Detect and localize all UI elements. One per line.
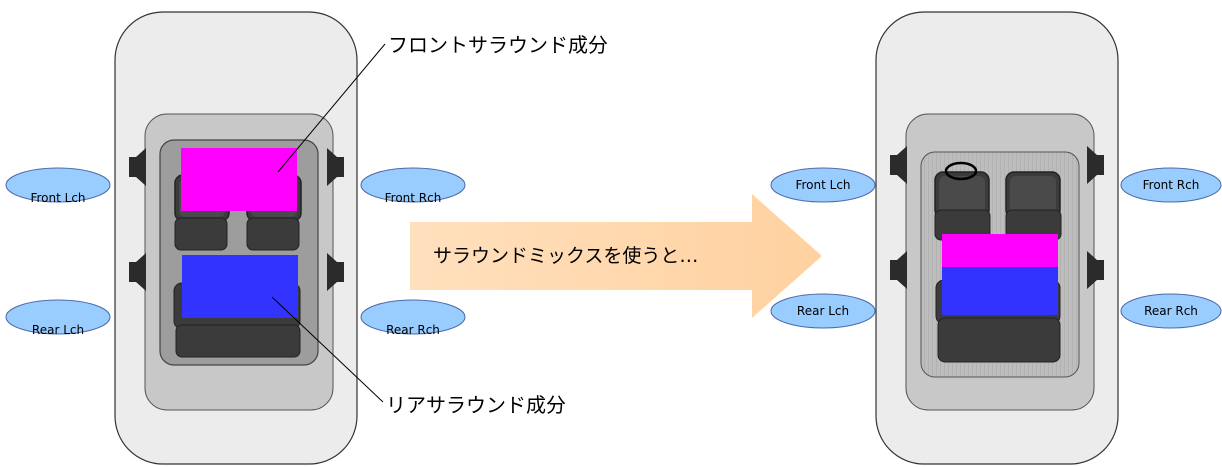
- right-seat-rear-base: [937, 317, 1061, 363]
- right-speaker-rear-r: [1087, 251, 1104, 289]
- arrow-shape: [410, 194, 822, 318]
- svg-text:Rear Rch: Rear Rch: [386, 323, 440, 337]
- right-speaker-rear-l: [890, 251, 907, 289]
- svg-text:Rear Lch: Rear Lch: [32, 323, 84, 337]
- svg-text:Rear Rch: Rear Rch: [1144, 304, 1198, 318]
- rear-callout-line: [271, 296, 384, 403]
- right-ellipse-rear-l: Rear Lch: [770, 293, 876, 329]
- svg-text:Front Rch: Front Rch: [1143, 178, 1200, 192]
- right-ellipse-front-l: Front Lch: [770, 167, 876, 203]
- mix-arrow: サラウンドミックスを使うと…: [410, 194, 822, 318]
- right-ellipse-front-r: Front Rch: [1120, 167, 1222, 203]
- right-speaker-front-l: [890, 146, 907, 184]
- right-speaker-front-r: [1087, 146, 1104, 184]
- left-speaker-rear-l: [129, 253, 146, 291]
- front-callout-label: フロントサラウンド成分: [388, 33, 608, 57]
- svg-text:Front Lch: Front Lch: [30, 191, 85, 205]
- left-ellipse-front-r: Front Rch: [360, 167, 466, 205]
- left-ellipse-rear-r: Rear Rch: [360, 299, 466, 337]
- right-ellipse-rear-r: Rear Rch: [1120, 293, 1222, 329]
- left-seat-rear-base: [175, 324, 301, 358]
- svg-text:Rear Lch: Rear Lch: [797, 304, 849, 318]
- left-ellipse-rear-l: Rear Lch: [5, 299, 111, 337]
- svg-text:Front Rch: Front Rch: [385, 191, 442, 205]
- left-car: フロントサラウンド成分 リアサラウンド成分 Front Lch Front Rc…: [5, 11, 608, 465]
- arrow-label: サラウンドミックスを使うと…: [433, 245, 698, 267]
- left-ellipse-front-l: Front Lch: [5, 167, 111, 205]
- listening-position-icon: [944, 161, 978, 181]
- svg-text:Front Lch: Front Lch: [795, 178, 850, 192]
- front-callout-line: [277, 43, 386, 173]
- left-seat-front-right-base: [246, 217, 300, 251]
- left-seat-front-left-base: [174, 217, 228, 251]
- right-car: Front Lch Front Rch Rear Lch Rear Rch: [770, 11, 1222, 465]
- rear-callout-label: リアサラウンド成分: [386, 393, 566, 417]
- mixed-rear-component: [942, 267, 1058, 315]
- rear-surround-component: [182, 255, 298, 318]
- left-speaker-front-l: [129, 148, 146, 186]
- mixed-front-component: [942, 234, 1058, 267]
- left-speaker-rear-r: [327, 253, 344, 291]
- front-surround-component: [181, 148, 297, 211]
- left-speaker-front-r: [327, 148, 344, 186]
